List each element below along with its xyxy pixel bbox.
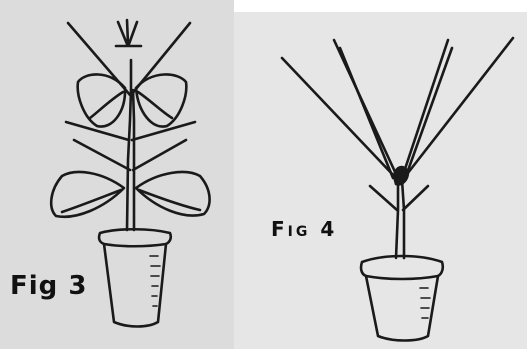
fig3-leaf-upper-right (136, 74, 186, 126)
fig4-caption: Fig 4 (271, 219, 337, 239)
fig4-plant-drawing (282, 38, 513, 341)
fig3-stem (127, 60, 131, 230)
fig4-branch-inner-right (404, 40, 448, 172)
fig4-pot (361, 256, 443, 341)
fig4-branch-far-left (282, 58, 396, 178)
fig3-pot (99, 229, 171, 326)
fig4-stem (396, 180, 398, 258)
fig3-leaf-upper-left (78, 74, 125, 126)
fig3-top-tuft (116, 20, 141, 46)
fig3-caption: Fig 3 (10, 273, 87, 299)
fig4-branch-far-right (404, 38, 513, 178)
